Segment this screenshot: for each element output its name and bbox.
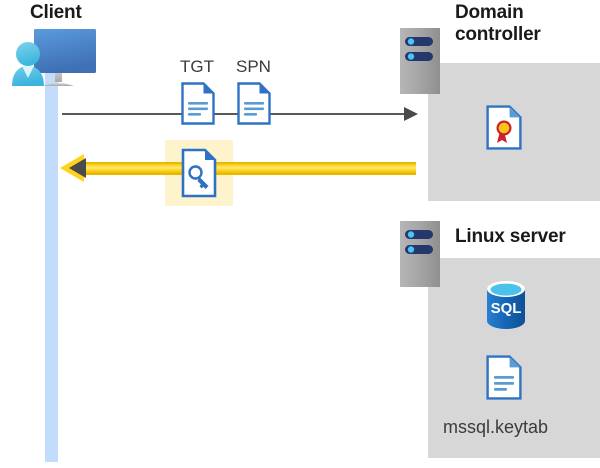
- linux-server-title: Linux server: [455, 226, 566, 247]
- response-arrow-line: [78, 162, 416, 175]
- client-title: Client: [30, 2, 82, 23]
- spn-document-icon: [237, 82, 271, 125]
- service-ticket-key-document-icon: [181, 148, 217, 198]
- spn-label: SPN: [236, 57, 271, 76]
- request-arrow-head-icon: [404, 107, 418, 121]
- linux-server-icon: [400, 221, 440, 287]
- domain-controller-title-line-1: Domain: [455, 2, 524, 23]
- keytab-filename-label: mssql.keytab: [443, 417, 549, 437]
- client-computer-icon: [10, 24, 98, 96]
- client-lifeline: [45, 62, 58, 462]
- certificate-document-icon: [486, 105, 522, 150]
- tgt-document-icon: [181, 82, 215, 125]
- domain-controller-server-icon: [400, 28, 440, 94]
- tgt-label: TGT: [180, 57, 214, 76]
- request-arrow-line: [62, 113, 410, 115]
- domain-controller-title: Domain controller: [455, 2, 585, 46]
- domain-controller-title-line-2: controller: [455, 23, 541, 45]
- keytab-document-icon: [486, 355, 522, 400]
- sql-database-label: SQL: [491, 300, 522, 317]
- sql-database-icon: SQL: [484, 280, 528, 330]
- response-arrow-head-icon: [69, 158, 86, 178]
